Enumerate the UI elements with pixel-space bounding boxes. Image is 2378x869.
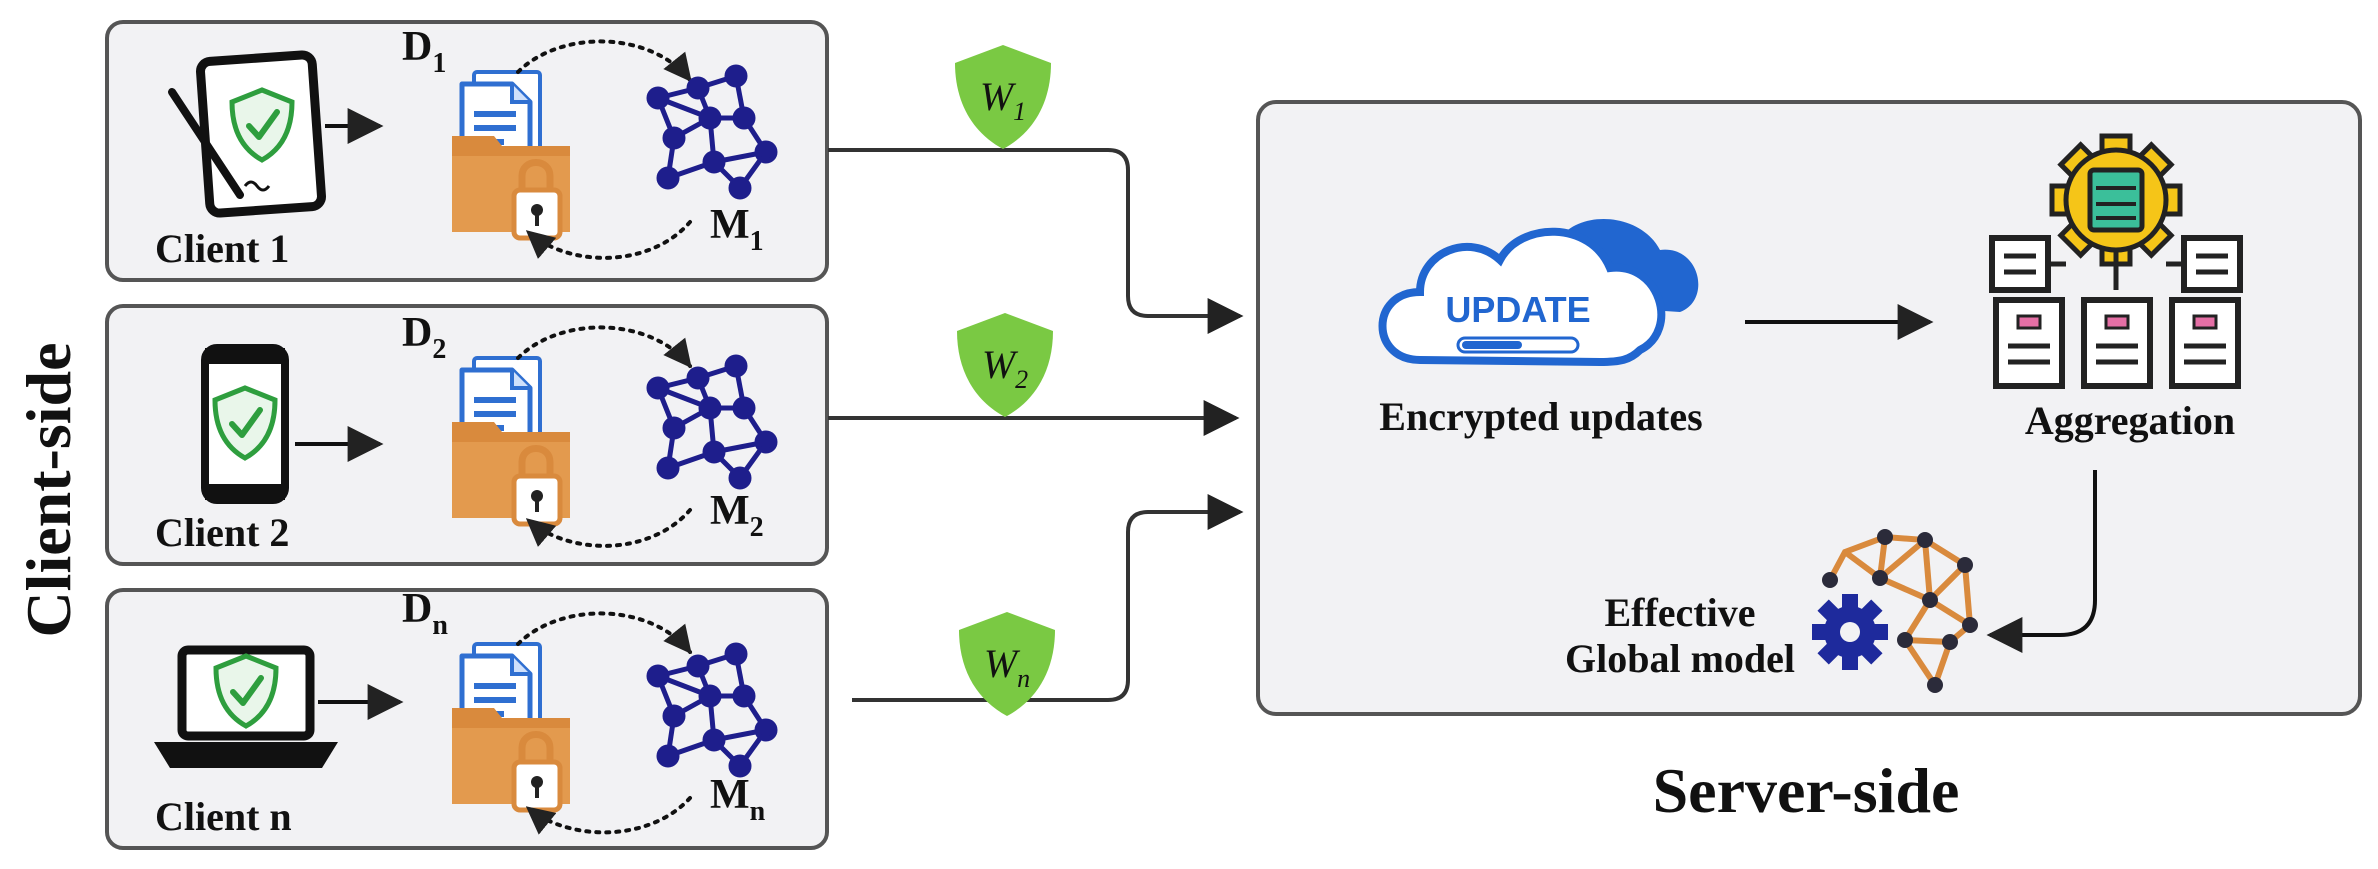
laptop-icon	[154, 645, 338, 768]
weight-shield-2: W2	[957, 313, 1053, 417]
update-line-1	[828, 148, 1244, 334]
svg-text:UPDATE: UPDATE	[1445, 289, 1590, 330]
weight-shield-n: Wn	[959, 612, 1055, 716]
client-name-2: Client 2	[155, 510, 289, 555]
server-side-label: Server-side	[1653, 755, 1960, 826]
svg-text:W2: W2	[982, 342, 1028, 394]
client-name-1: Client 1	[155, 226, 289, 271]
svg-text:W1: W1	[980, 74, 1026, 126]
server-panel: UPDATE Encrypted updates	[1256, 100, 2362, 716]
weight-shield-1: W1	[955, 45, 1051, 149]
tablet-icon	[168, 50, 326, 218]
cloud-update-icon: UPDATE	[1378, 218, 1699, 367]
encrypted-updates-label: Encrypted updates	[1379, 394, 1702, 439]
data-label-1: D1	[402, 24, 446, 79]
data-label-n: Dn	[402, 586, 448, 641]
aggregation-server-icon	[1989, 133, 2243, 389]
client-side-label: Client-side	[13, 342, 84, 637]
update-line-n	[852, 494, 1244, 702]
global-model-label-line2: Global model	[1565, 636, 1795, 681]
client-name-n: Client n	[155, 794, 292, 839]
svg-text:Wn: Wn	[984, 641, 1030, 693]
global-model-label-line1: Effective	[1604, 590, 1755, 635]
client-panel-1: D1 M1 Client 1	[105, 20, 829, 282]
model-label-n: Mn	[710, 772, 766, 827]
smartphone-icon	[201, 344, 289, 504]
data-label-2: D2	[402, 310, 446, 365]
client-panel-n: Dn Mn Client n	[105, 586, 829, 850]
client-panel-2: D2 M2 Client 2	[105, 304, 829, 566]
model-label-1: M1	[710, 202, 764, 257]
to-global-model-arrow	[1986, 470, 2097, 653]
model-label-2: M2	[710, 488, 764, 543]
global-model-brain-icon	[1812, 529, 1978, 693]
aggregation-label: Aggregation	[2025, 398, 2235, 443]
